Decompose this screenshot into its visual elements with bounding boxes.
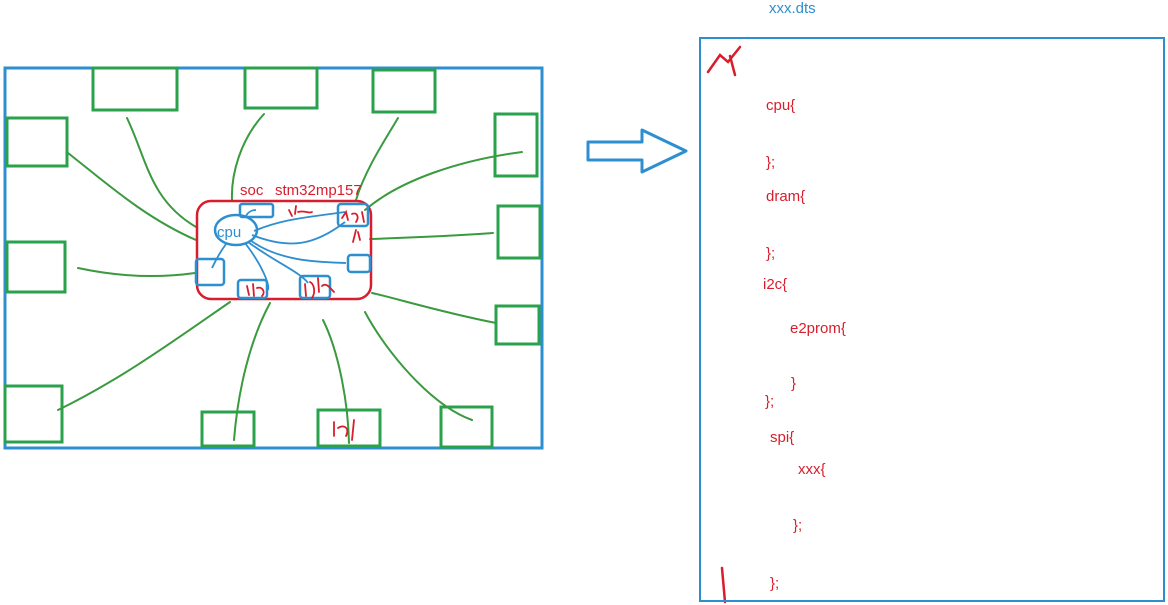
dts-brace-bottom xyxy=(720,566,727,604)
peripheral-boxes xyxy=(3,66,542,449)
cpu-link-3 xyxy=(249,239,347,264)
cpu-link-4 xyxy=(244,242,270,291)
wire-top-2 xyxy=(230,113,265,201)
wire-top-1 xyxy=(126,117,197,228)
scribble-block-2 xyxy=(341,209,365,243)
scribble-block-1 xyxy=(288,205,313,217)
wire-bottom-3 xyxy=(364,311,473,421)
wire-left-1 xyxy=(67,152,197,241)
cpu-link-7 xyxy=(245,209,257,217)
cpu-link-5 xyxy=(247,241,309,284)
scribble-block-5 xyxy=(246,283,265,297)
wire-right-2 xyxy=(369,232,494,240)
scribble-bottom-box xyxy=(333,419,355,441)
dts-line-spi-open: spi{ xyxy=(770,429,795,446)
soc-outline xyxy=(195,199,373,301)
dts-line-i2c-close: }; xyxy=(765,393,775,410)
wire-bottom-1 xyxy=(233,302,271,441)
dts-line-e2prom-close: } xyxy=(791,375,797,392)
dts-filename: xxx.dts xyxy=(769,0,816,17)
peripheral-box-bottom-3 xyxy=(439,405,494,449)
peripheral-box-left-2 xyxy=(5,240,67,294)
scribble-block-6 xyxy=(304,277,335,299)
wire-bottom-2 xyxy=(322,319,350,444)
wire-left-2 xyxy=(77,267,196,277)
dts-line-cpu-close: }; xyxy=(766,154,776,171)
dts-line-xxx-close: }; xyxy=(793,517,803,534)
dts-line-xxx-open: xxx{ xyxy=(798,461,826,478)
dts-line-i2c-open: i2c{ xyxy=(763,276,788,293)
soc-internals xyxy=(194,202,372,300)
soc-block-3 xyxy=(194,257,226,287)
cpu-link-2 xyxy=(253,211,346,232)
dts-line-e2prom-open: e2prom{ xyxy=(790,320,846,337)
cpu-label: cpu xyxy=(217,224,242,241)
right-arrow-icon xyxy=(586,128,688,174)
dts-line-dram-open: dram{ xyxy=(766,188,806,205)
peripheral-box-bottom-1 xyxy=(200,410,256,448)
dts-line-root-close: }; xyxy=(770,575,780,592)
chip-label: stm32mp157 xyxy=(275,182,362,199)
peripheral-box-right-2 xyxy=(496,204,542,260)
wire-top-3 xyxy=(355,117,399,201)
dts-file-box xyxy=(699,37,1165,602)
peripheral-box-top-3 xyxy=(371,68,437,114)
soc-block-5 xyxy=(236,278,269,300)
peripheral-box-top-2 xyxy=(243,66,319,110)
soc-block-2 xyxy=(336,202,370,228)
peripheral-box-left-1 xyxy=(5,116,69,168)
cpu-link-6 xyxy=(211,243,227,269)
peripheral-box-left-3 xyxy=(3,384,64,444)
dts-brace-top xyxy=(706,45,742,77)
dts-line-cpu-open: cpu{ xyxy=(766,97,796,114)
soc-block-4 xyxy=(346,253,372,274)
wire-left-3 xyxy=(57,301,231,411)
soc-block-1 xyxy=(238,202,275,219)
dts-line-dram-close: }; xyxy=(766,245,776,262)
soc-label: soc xyxy=(240,182,264,199)
board-wires xyxy=(57,113,523,444)
peripheral-box-right-1 xyxy=(493,112,539,178)
cpu-link-1 xyxy=(251,221,346,245)
peripheral-box-bottom-2 xyxy=(316,408,382,448)
peripheral-box-top-1 xyxy=(91,66,179,112)
peripheral-box-right-3 xyxy=(494,304,541,346)
wire-right-1 xyxy=(364,151,523,211)
wire-right-3 xyxy=(371,292,497,324)
handwritten-scribbles xyxy=(246,45,742,604)
